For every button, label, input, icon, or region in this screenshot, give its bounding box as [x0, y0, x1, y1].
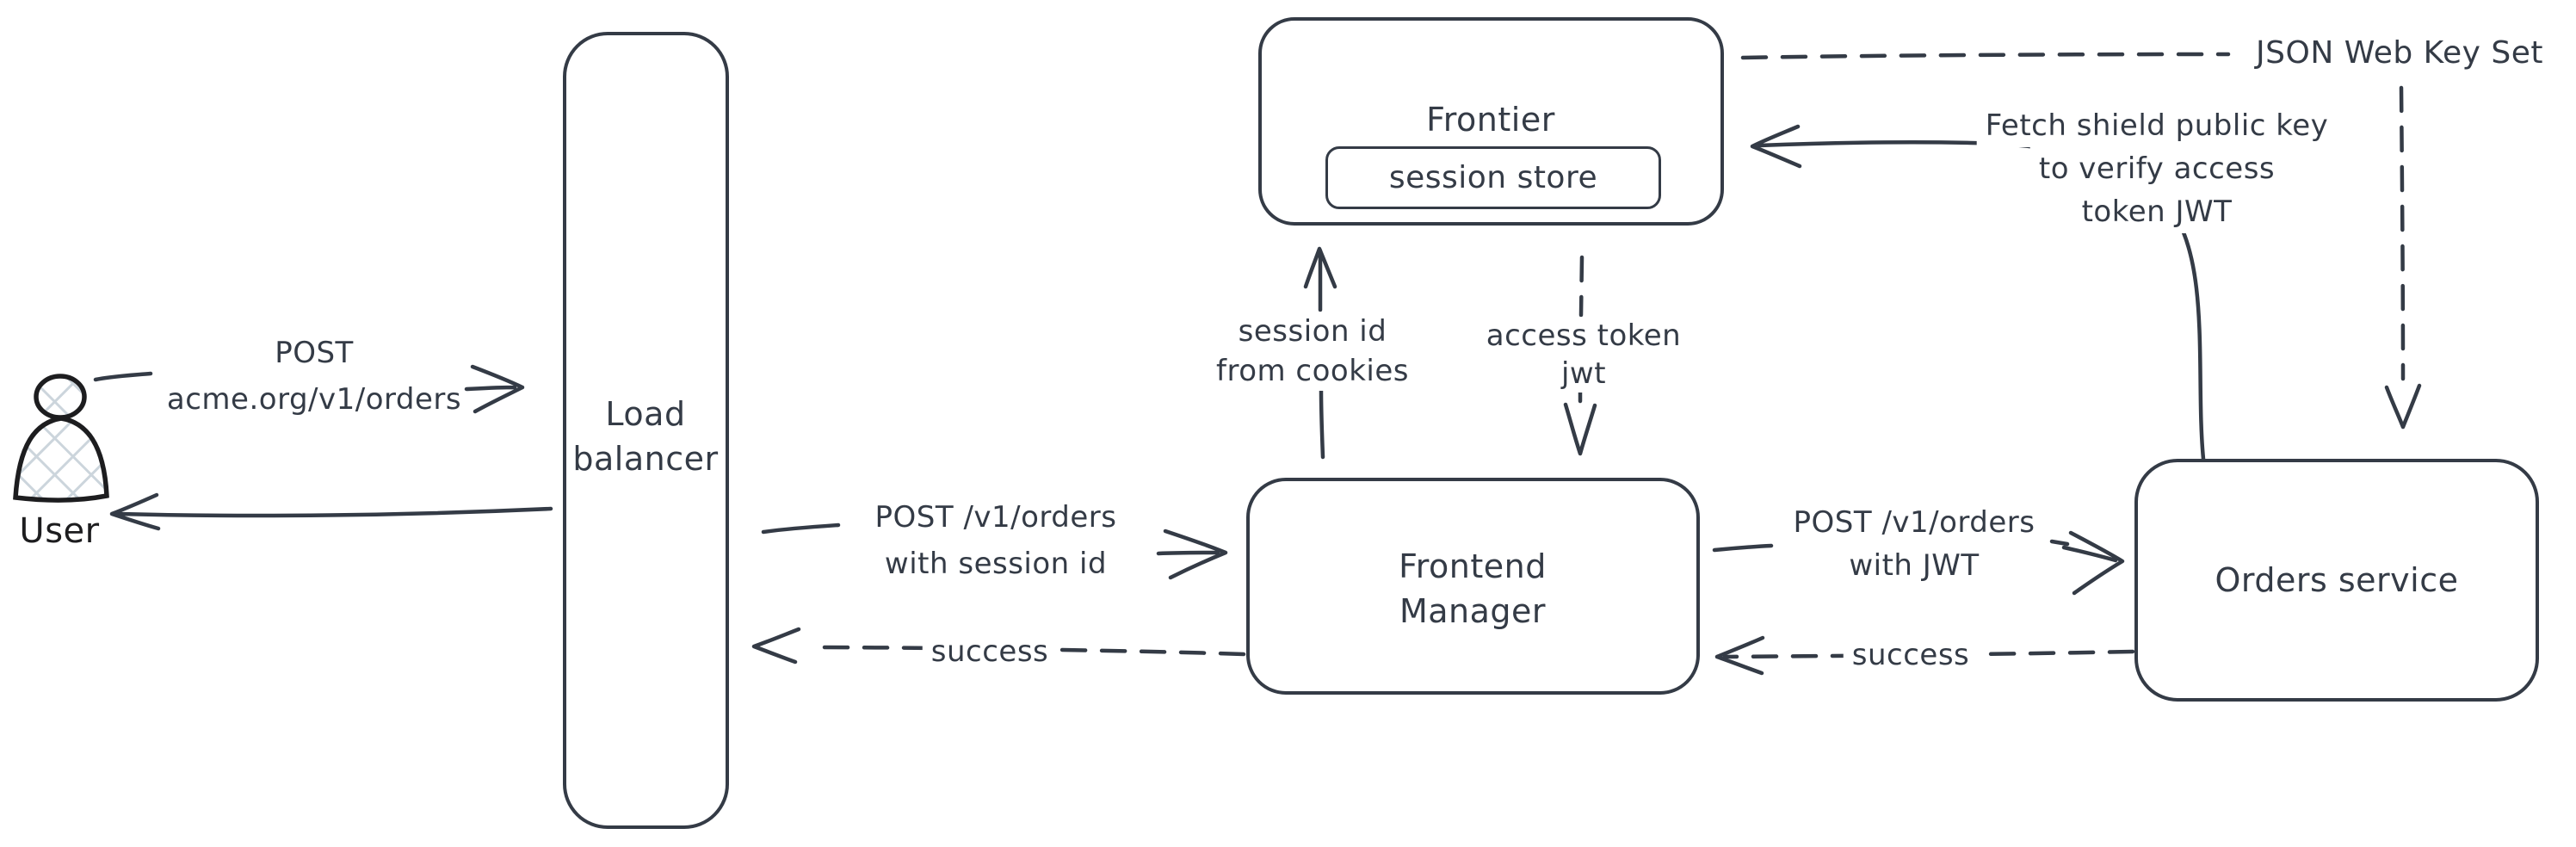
- frontend-manager-label: Frontend Manager: [1399, 547, 1547, 630]
- arrow-lb-to-fm-head: [1156, 529, 1228, 580]
- dashed-jwks-to-orders: [2399, 85, 2406, 381]
- arrow-lb-to-user: [109, 492, 553, 531]
- edge-label-post-orders: POST acme.org/v1/orders: [166, 336, 462, 417]
- user-label: User: [19, 511, 100, 551]
- user-head: [34, 374, 87, 420]
- node-orders-service: [2134, 459, 2539, 702]
- arrow-fm-to-orders-stub: [1712, 543, 1774, 553]
- arrow-user-to-lb-stub: [93, 371, 153, 382]
- user-body: [13, 416, 109, 503]
- arrowhead-orders-to-fm-success: [1714, 635, 1765, 676]
- node-load-balancer: [563, 32, 729, 829]
- node-frontend-manager: [1246, 478, 1700, 695]
- dashed-fm-to-lb-success: [806, 645, 1246, 657]
- edge-label-post-session-id: POST /v1/orders with session id: [874, 500, 1117, 581]
- arrow-fm-to-orders-head: [2049, 530, 2125, 596]
- arrow-fm-to-frontier: [1303, 246, 1337, 460]
- edge-label-access-token-jwt: access token jwt: [1477, 317, 1690, 393]
- frontier-label: Frontier: [1426, 101, 1555, 139]
- node-session-store: session store: [1325, 146, 1661, 209]
- arrow-user-to-lb-head: [464, 364, 525, 414]
- edge-label-success-right: success: [1843, 634, 1979, 676]
- edge-label-post-jwt: POST /v1/orders with JWT: [1793, 505, 2035, 583]
- edge-label-jwks: JSON Web Key Set: [2256, 35, 2543, 71]
- session-store-label: session store: [1388, 160, 1598, 195]
- load-balancer-label: Load balancer: [572, 395, 719, 478]
- orders-service-label: Orders service: [2215, 561, 2459, 599]
- arrowhead-jwks-to-orders: [2384, 383, 2422, 430]
- dashed-frontier-to-jwks: [1740, 52, 2231, 60]
- arrowhead-frontier-to-fm-jwt: [1563, 402, 1597, 456]
- user-icon: [13, 374, 109, 503]
- edge-label-fetch-public-key: Fetch shield public key to verify access…: [1976, 104, 2338, 233]
- arrowhead-fm-to-lb-success: [751, 627, 801, 665]
- edge-label-success-left: success: [922, 631, 1058, 672]
- arrow-lb-to-fm-stub: [761, 522, 841, 535]
- edge-label-session-id-cookies: session id from cookies: [1208, 312, 1418, 391]
